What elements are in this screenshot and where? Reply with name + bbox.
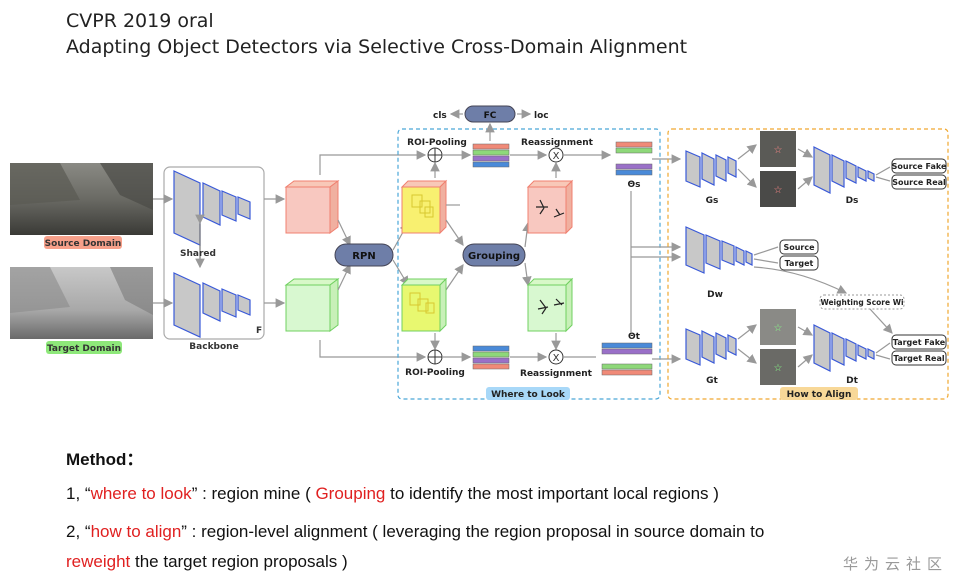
method-item-1: 1, “where to look” : region mine ( Group… — [66, 484, 719, 504]
where-to-look-box — [397, 128, 661, 400]
watermark: 华为云社区 — [842, 555, 948, 573]
title-line-2: Adapting Object Detectors via Selective … — [66, 36, 688, 58]
item1-suffix: to identify the most important local reg… — [385, 484, 719, 503]
target-domain-label-bg — [46, 341, 122, 354]
target-proposals-map — [400, 277, 448, 333]
rpn-box — [334, 243, 394, 267]
method-item-2: 2, “how to align” : region-level alignme… — [66, 522, 764, 542]
svg-text:☆: ☆ — [774, 185, 783, 196]
dw-source-box — [779, 239, 819, 255]
target-real-label: Target Real — [893, 354, 945, 363]
dw-target-label: Target — [785, 259, 814, 268]
feature-bars-top — [472, 143, 510, 168]
roi-pooling-top-label: ROI-Pooling — [407, 138, 467, 148]
backbone-target-layers — [173, 272, 251, 338]
title-line-1: CVPR 2019 oral — [66, 10, 214, 32]
source-fake-label: Source Fake — [892, 162, 947, 171]
item1-prefix: 1, “ — [66, 484, 91, 503]
item1-mid: ” : region mine ( — [191, 484, 316, 503]
ds-label: Ds — [846, 196, 859, 206]
shared-label: Shared — [180, 249, 216, 259]
target-real-box — [891, 350, 947, 366]
item1-highlight-2: Grouping — [315, 484, 386, 503]
reassignment-bottom-label: Reassignment — [520, 369, 593, 379]
fc-box — [464, 105, 516, 123]
f-label: F — [256, 326, 262, 336]
theta-t-label: Θt — [628, 332, 641, 342]
dt-label: Dt — [846, 376, 858, 386]
source-proposals-map — [400, 179, 448, 235]
backbone-box — [163, 166, 265, 340]
architecture-diagram: Source Domain Target Domain Shared F Bac… — [10, 105, 949, 400]
how-to-align-label-bg — [780, 387, 858, 400]
item2-prefix: 2, “ — [66, 522, 91, 541]
feature-bars-bottom — [472, 345, 510, 370]
source-crop-2 — [760, 171, 796, 207]
reassignment-top-label: Reassignment — [521, 138, 594, 148]
backbone-label: Backbone — [189, 342, 238, 352]
source-feature-map — [284, 180, 340, 234]
target-crop-1 — [760, 309, 796, 345]
target-fake-label: Target Fake — [893, 338, 946, 347]
how-to-align-label: How to Align — [787, 390, 852, 400]
theta-s-bars — [615, 141, 653, 176]
weighting-score-label: Weighting Score Wi — [820, 298, 903, 307]
source-crop-1 — [760, 131, 796, 167]
dw-label: Dw — [707, 290, 723, 300]
gs-label: Gs — [706, 196, 719, 206]
roi-pooling-bottom-label: ROI-Pooling — [405, 368, 465, 378]
rpn-label: RPN — [352, 251, 375, 262]
svg-text:X: X — [553, 353, 560, 364]
dw-source-label: Source — [783, 243, 815, 252]
fc-label: FC — [484, 111, 497, 121]
weighting-score-box — [819, 294, 905, 310]
gt-label: Gt — [706, 376, 718, 386]
source-real-label: Source Real — [892, 178, 946, 187]
ds-network — [813, 146, 875, 194]
method-heading: Method： — [66, 450, 144, 469]
source-real-box — [891, 174, 947, 190]
where-to-look-label: Where to Look — [491, 390, 566, 400]
target-grouped-map — [526, 277, 574, 333]
svg-text:☆: ☆ — [774, 363, 783, 374]
loc-label: loc — [534, 111, 549, 121]
grouping-box — [462, 243, 526, 267]
grouping-label: Grouping — [468, 251, 520, 262]
item3-highlight: reweight — [66, 552, 131, 571]
svg-text:☆: ☆ — [774, 323, 783, 334]
gt-network — [685, 328, 737, 366]
target-domain-label: Target Domain — [47, 344, 121, 354]
svg-text:☆: ☆ — [774, 145, 783, 156]
where-to-look-label-bg — [486, 387, 570, 400]
gs-network — [685, 150, 737, 188]
target-fake-box — [891, 334, 947, 350]
theta-s-label: Θs — [627, 180, 640, 190]
item3-suffix: the target region proposals ) — [130, 552, 348, 571]
dw-target-box — [779, 255, 819, 271]
item1-highlight: where to look — [90, 484, 192, 503]
source-fake-box — [891, 158, 947, 174]
source-domain-label: Source Domain — [45, 239, 122, 249]
method-item-2-continued: reweight the target region proposals ) — [66, 552, 348, 572]
source-domain-label-bg — [44, 236, 122, 249]
backbone-source-layers — [173, 170, 251, 246]
dt-network — [813, 324, 875, 372]
target-feature-map — [284, 278, 340, 332]
theta-t-bars — [601, 342, 653, 376]
target-crop-2 — [760, 349, 796, 385]
item2-suffix: ” : region-level alignment ( leveraging … — [181, 522, 765, 541]
item2-highlight: how to align — [90, 522, 182, 541]
cls-label: cls — [433, 111, 447, 121]
svg-text:X: X — [553, 151, 560, 162]
dw-network — [685, 226, 753, 274]
source-grouped-map — [526, 179, 574, 235]
